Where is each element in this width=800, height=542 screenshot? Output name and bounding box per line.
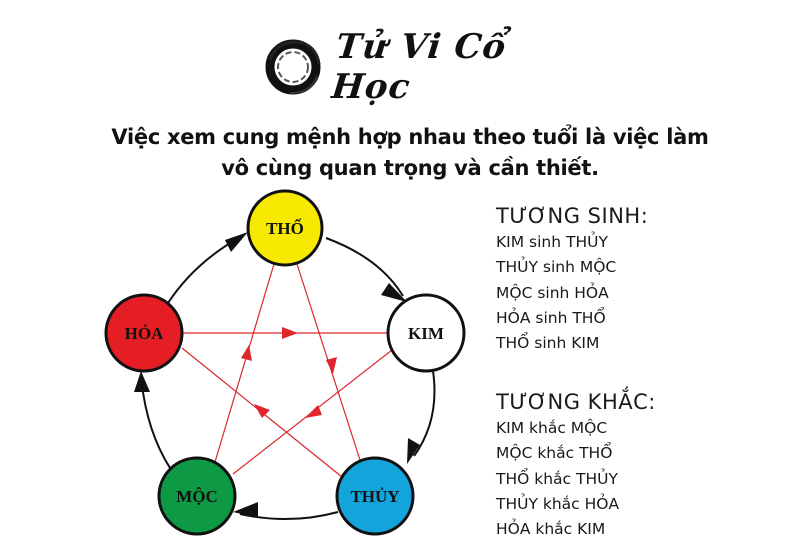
legend-item: THỔ khắc THỦY: [496, 469, 618, 488]
legend-item: HỎA sinh THỔ: [496, 308, 606, 327]
node-moc: MỘC: [157, 456, 237, 536]
arrow-tho-to-kim: [325, 237, 404, 297]
generating-cycle: [134, 232, 436, 520]
arrowhead-icon: [225, 232, 248, 252]
ink-circle-icon: [265, 39, 321, 95]
arrowhead-icon: [233, 502, 258, 518]
arrowhead-icon: [134, 371, 150, 392]
arrowhead-icon: [381, 283, 407, 302]
node-label-hoa: HỎA: [125, 324, 164, 343]
arrowhead-icon: [305, 405, 322, 418]
node-thuy: THỦY: [335, 456, 415, 536]
arrowhead-icon: [282, 327, 298, 339]
controlling-star: [181, 263, 393, 478]
node-label-thuy: THỦY: [350, 487, 399, 506]
headline-line-2: vô cùng quan trọng và cần thiết.: [221, 156, 599, 180]
legend-item: THỔ sinh KIM: [496, 334, 600, 353]
legend-tuong-sinh: TƯƠNG SINH: KIM sinh THỦY THỦY sinh MỘC …: [496, 202, 648, 356]
node-kim: KIM: [386, 293, 466, 373]
arrowhead-icon: [326, 357, 337, 374]
legend-item: HỎA khắc KIM: [496, 520, 606, 539]
legend-item: KIM khắc MỘC: [496, 419, 608, 437]
legend-item: THỦY sinh MỘC: [496, 258, 617, 277]
legend-item: MỘC khắc THỔ: [496, 444, 613, 463]
arrowhead-icon: [241, 345, 252, 361]
logo: Tử Vi Cổ Học: [262, 26, 522, 108]
node-label-moc: MỘC: [176, 487, 218, 506]
arrow-kim-to-thuy: [413, 370, 436, 457]
node-label-tho: THỔ: [266, 218, 304, 238]
node-label-kim: KIM: [408, 324, 444, 343]
legend-item: THỦY khắc HỎA: [496, 494, 620, 513]
legend-title: TƯƠNG SINH:: [496, 204, 649, 228]
legend-item: KIM sinh THỦY: [496, 233, 608, 251]
arrowhead-icon: [407, 438, 420, 464]
legend-tuong-khac: TƯƠNG KHẮC: KIM khắc MỘC MỘC khắc THỔ TH…: [496, 388, 656, 542]
node-hoa: HỎA: [104, 293, 184, 373]
legend-title: TƯƠNG KHẮC:: [496, 390, 656, 414]
node-tho: THỔ: [246, 189, 324, 267]
headline-line-1: Việc xem cung mệnh hợp nhau theo tuổi là…: [111, 125, 709, 149]
legend-item: MỘC sinh HỎA: [496, 283, 609, 302]
arrowhead-icon: [254, 404, 270, 418]
headline: Việc xem cung mệnh hợp nhau theo tuổi là…: [100, 122, 720, 184]
